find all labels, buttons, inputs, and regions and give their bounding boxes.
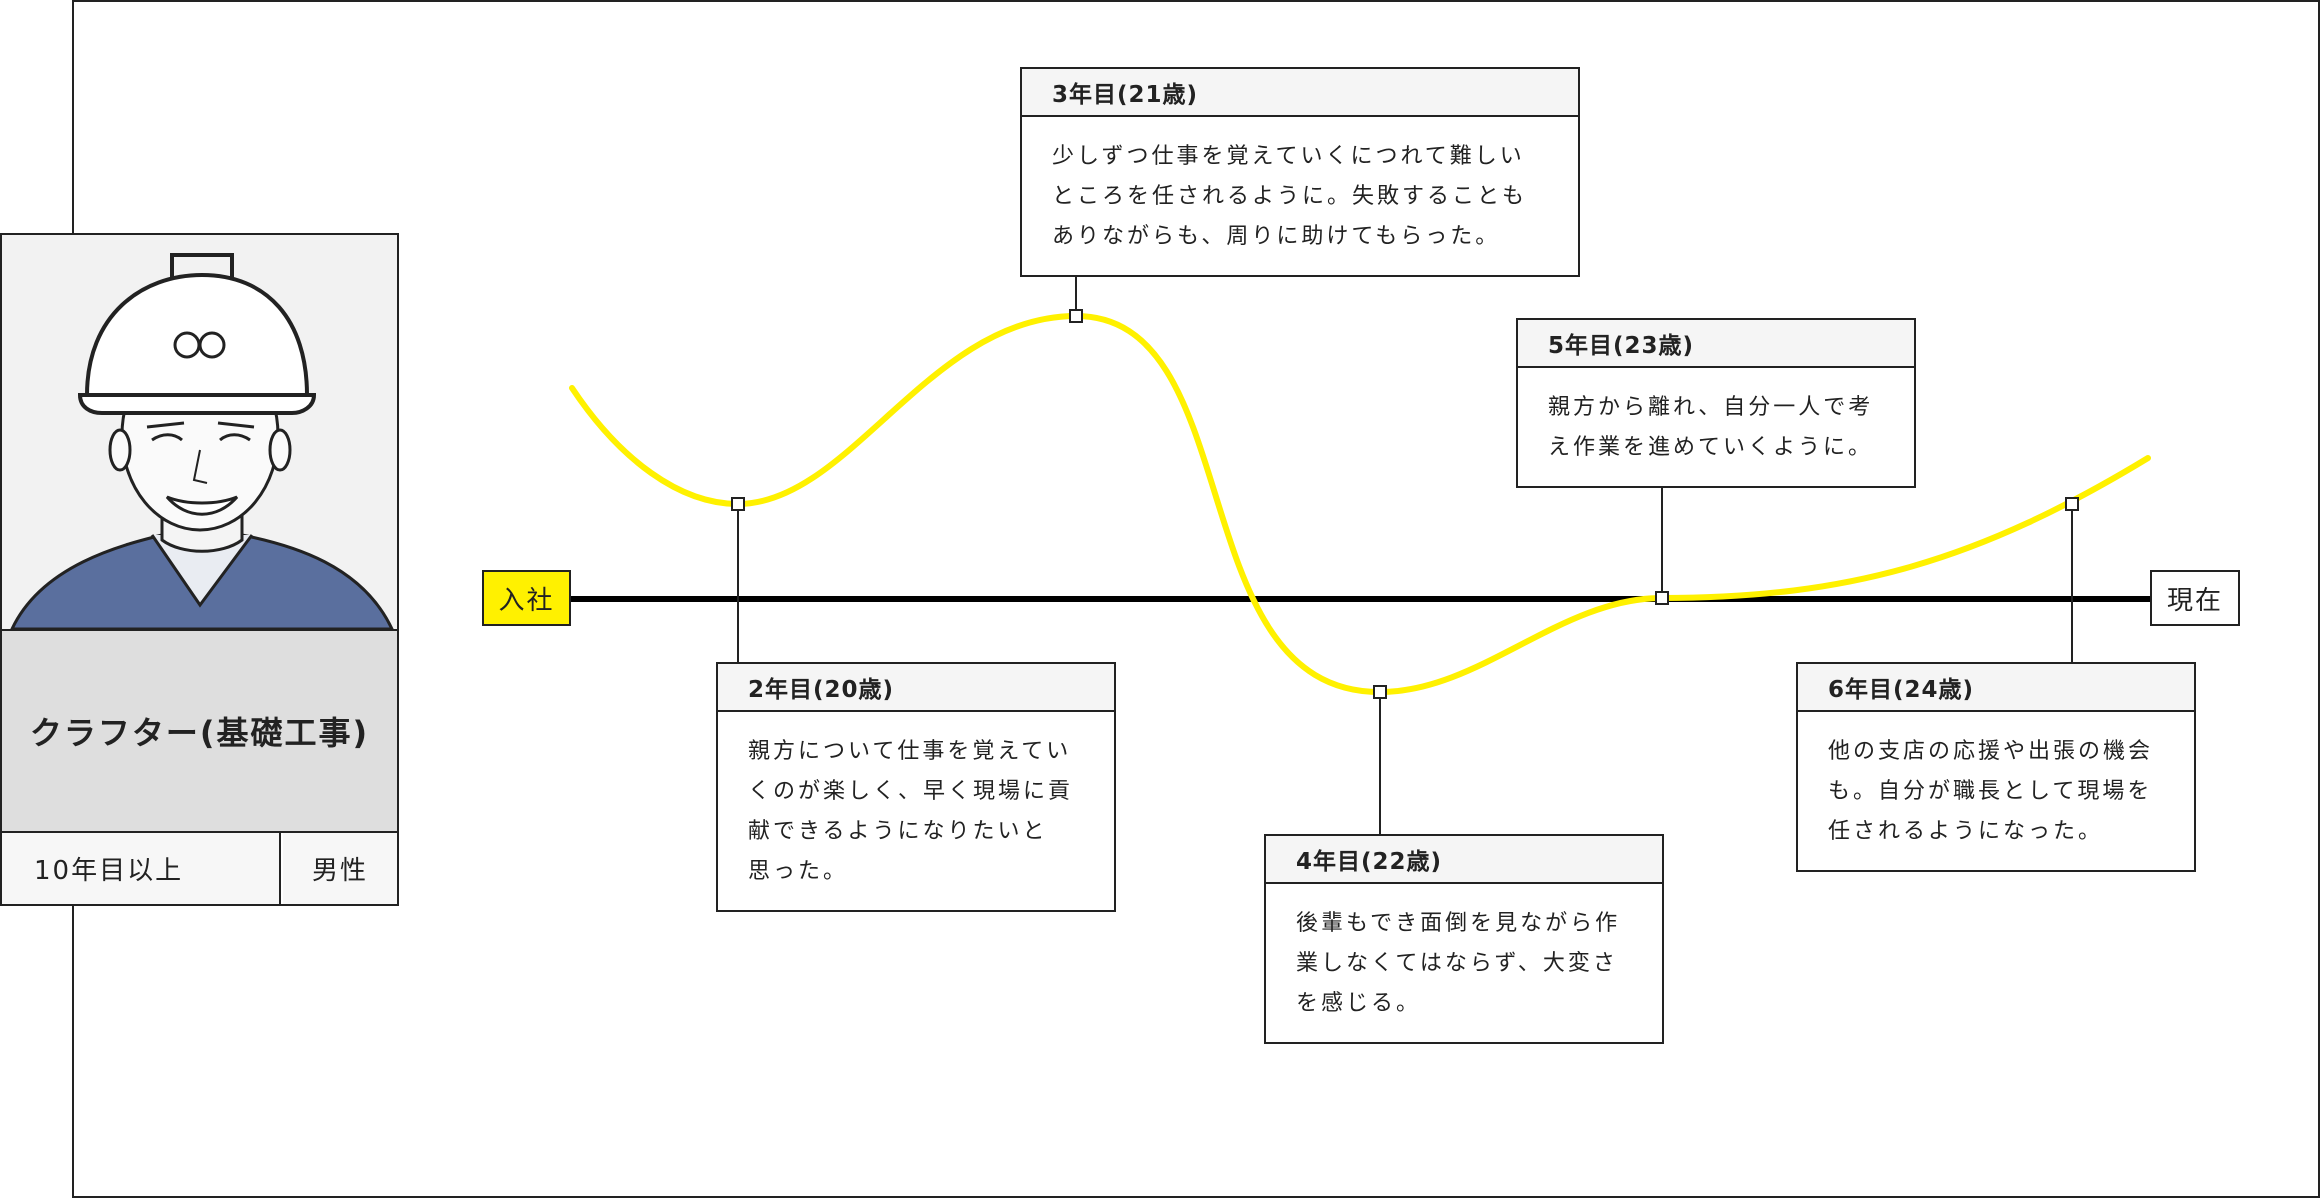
start-label: 入社	[482, 570, 571, 626]
event-text: 他の支店の応援や出張の機会 も。自分が職長として現場を 任されるようになった。	[1828, 739, 2154, 844]
gender-label: 男性	[283, 833, 397, 904]
marker-2nd-year	[731, 497, 745, 511]
timeline-axis	[570, 596, 2150, 602]
event-text: 親方について仕事を覚えてい くのが楽しく、早く現場に貢 献できるようになりたいと…	[748, 739, 1074, 884]
event-text: 少しずつ仕事を覚えていくにつれて難しい ところを任されるように。失敗することも …	[1052, 144, 1528, 249]
event-heading: 2年目(20歳)	[718, 664, 1114, 712]
event-text: 後輩もでき面倒を見ながら作 業しなくてはならず、大変さ を感じる。	[1296, 911, 1621, 1016]
worker-portrait-icon	[2, 235, 397, 629]
event-heading: 4年目(22歳)	[1266, 836, 1662, 884]
event-3rd-year: 3年目(21歳) 少しずつ仕事を覚えていくにつれて難しい ところを任されるように…	[1020, 67, 1580, 277]
tenure-label: 10年目以上	[2, 833, 281, 904]
marker-3rd-year	[1069, 309, 1083, 323]
event-heading: 6年目(24歳)	[1798, 664, 2194, 712]
event-6th-year: 6年目(24歳) 他の支店の応援や出張の機会 も。自分が職長として現場を 任され…	[1796, 662, 2196, 872]
marker-5th-year	[1655, 591, 1669, 605]
event-4th-year: 4年目(22歳) 後輩もでき面倒を見ながら作 業しなくてはならず、大変さ を感じ…	[1264, 834, 1664, 1044]
marker-4th-year	[1373, 685, 1387, 699]
event-2nd-year: 2年目(20歳) 親方について仕事を覚えてい くのが楽しく、早く現場に貢 献でき…	[716, 662, 1116, 912]
marker-6th-year	[2065, 497, 2079, 511]
event-heading: 5年目(23歳)	[1518, 320, 1914, 368]
curve-line	[569, 312, 2151, 696]
job-title: クラフター(基礎工事)	[2, 629, 397, 833]
event-5th-year: 5年目(23歳) 親方から離れ、自分一人で考 え作業を進めていくように。	[1516, 318, 1916, 488]
profile-card: クラフター(基礎工事) 10年目以上 男性	[0, 233, 399, 906]
end-label: 現在	[2150, 570, 2240, 626]
event-heading: 3年目(21歳)	[1022, 69, 1578, 117]
event-text: 親方から離れ、自分一人で考 え作業を進めていくように。	[1548, 395, 1874, 460]
